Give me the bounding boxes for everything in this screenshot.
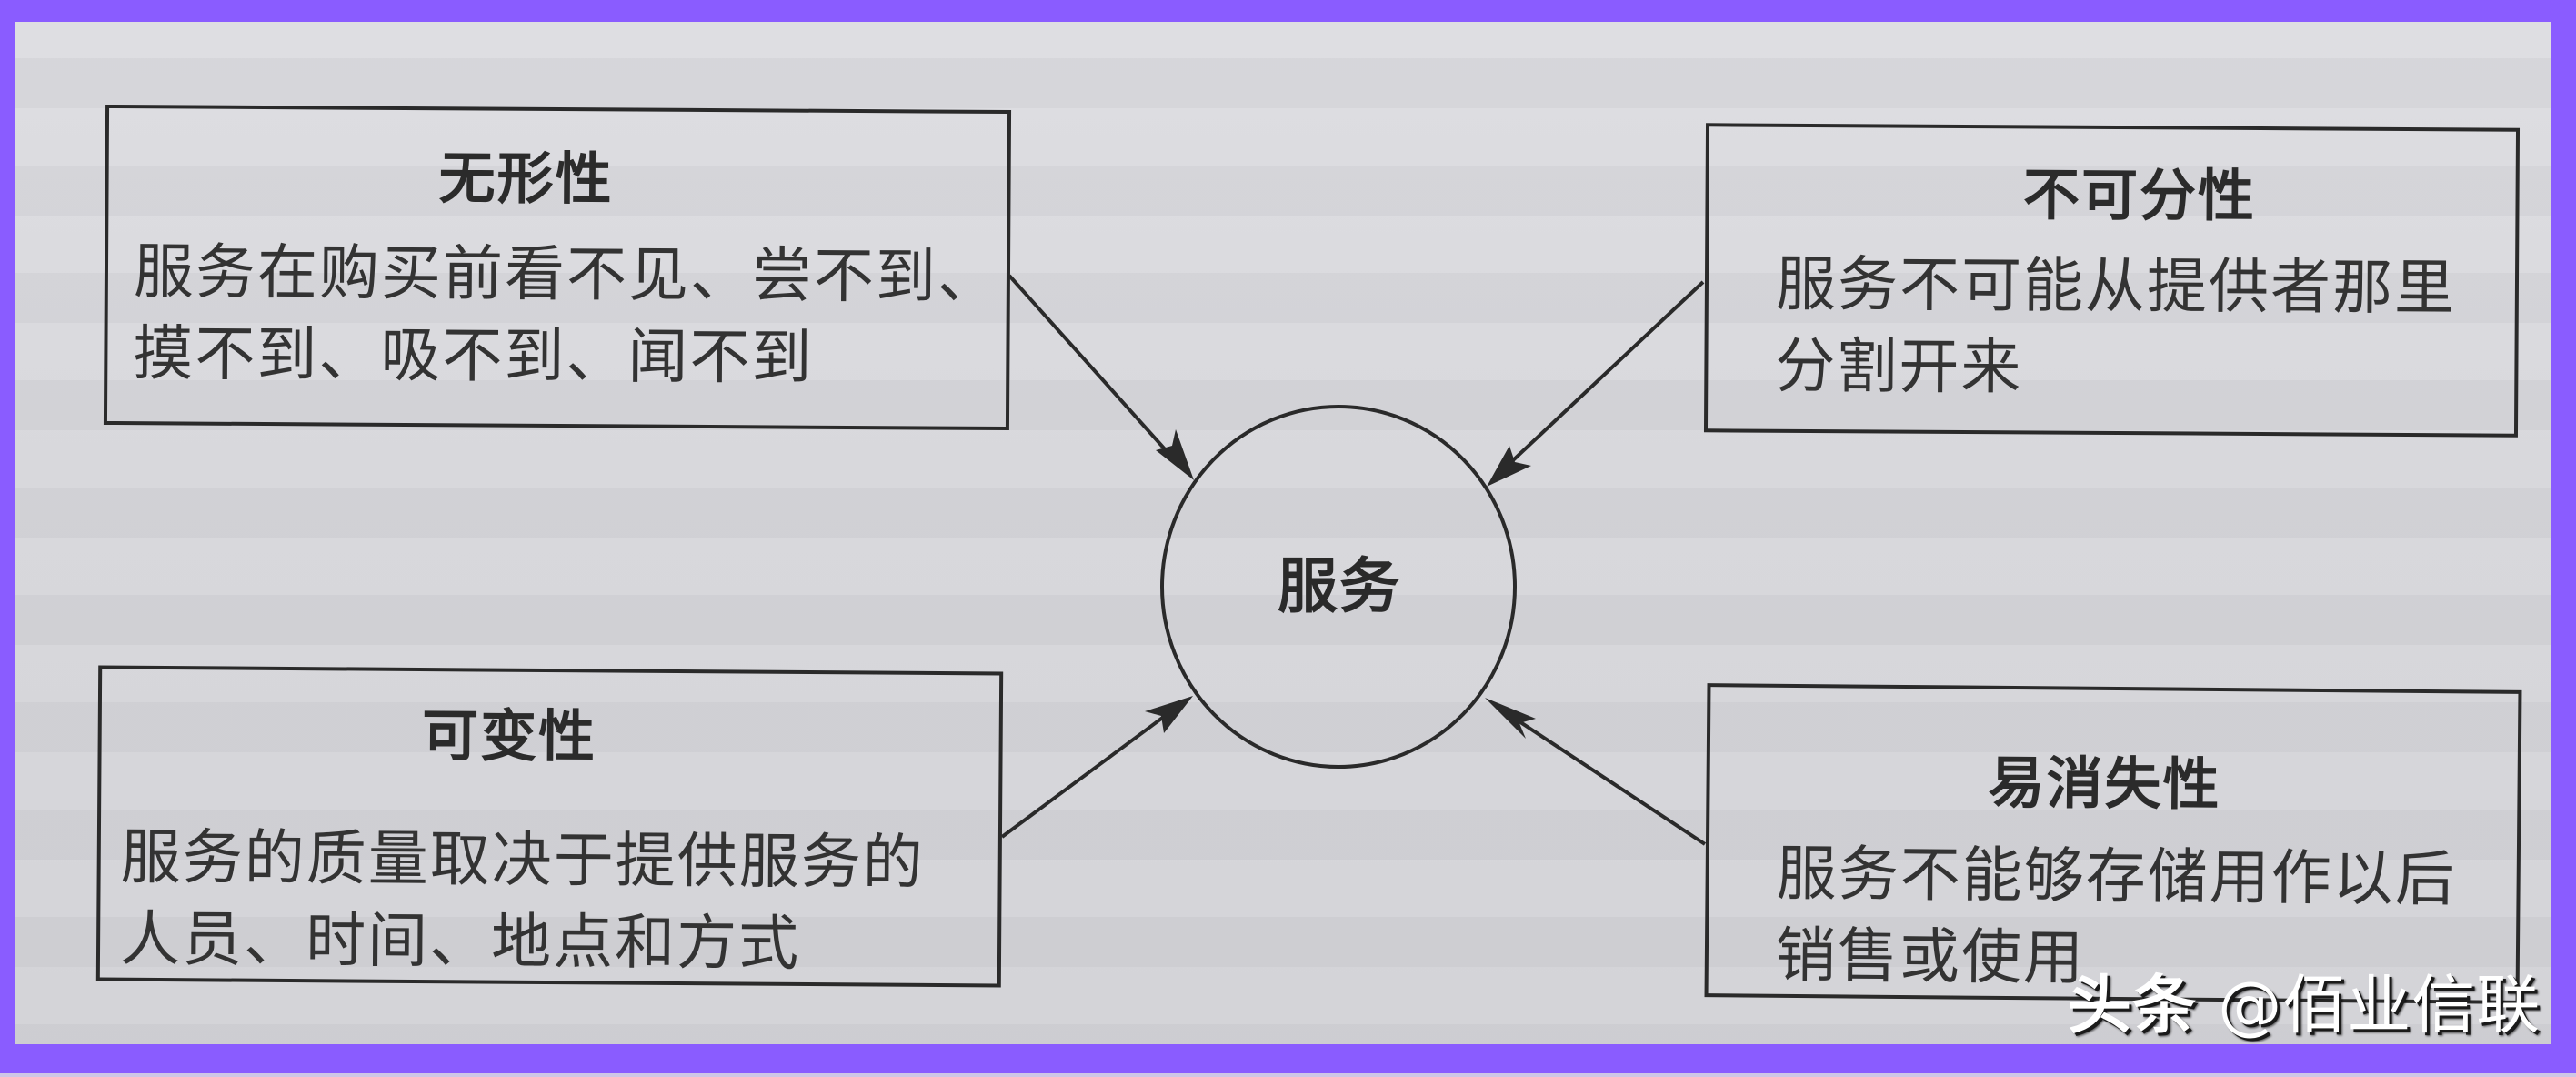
description-line: 服务在购买前看不见、尝不到、 [133, 237, 1000, 312]
box-inseparability: 不可分性 服务不可能从提供者那里 分割开来 [1703, 123, 2521, 438]
box-description: 服务的质量取决于提供服务的 人员、时间、地点和方式 [120, 817, 925, 986]
box-description: 服务不可能从提供者那里 分割开来 [1775, 244, 2456, 412]
description-line: 服务的质量取决于提供服务的 [120, 821, 926, 898]
description-line: 服务不能够存储用作以后 [1776, 838, 2458, 915]
box-description: 服务在购买前看不见、尝不到、 摸不到、吸不到、闻不到 [133, 231, 999, 400]
description-line: 人员、时间、地点和方式 [119, 903, 801, 979]
watermark-handle: @佰业信联 [2218, 968, 2541, 1042]
box-title: 可变性 [421, 702, 597, 770]
box-title: 易消失性 [1988, 749, 2221, 819]
center-label-service: 服务 [1278, 551, 1401, 621]
frame-bottom-edge [0, 1073, 2576, 1077]
box-title: 不可分性 [2022, 161, 2257, 229]
description-line: 分割开来 [1775, 330, 2023, 403]
watermark: 头条 @佰业信联 [2068, 973, 2541, 1037]
description-line: 服务不可能从提供者那里 [1775, 248, 2457, 324]
watermark-brand: 头条 [2068, 968, 2197, 1042]
description-line: 摸不到、吸不到、闻不到 [133, 318, 814, 393]
box-variability: 可变性 服务的质量取决于提供服务的 人员、时间、地点和方式 [95, 665, 1004, 988]
box-intangibility: 无形性 服务在购买前看不见、尝不到、 摸不到、吸不到、闻不到 [103, 104, 1012, 431]
box-perishability: 易消失性 服务不能够存储用作以后 销售或使用 [1704, 683, 2522, 1004]
box-title: 无形性 [438, 145, 614, 213]
